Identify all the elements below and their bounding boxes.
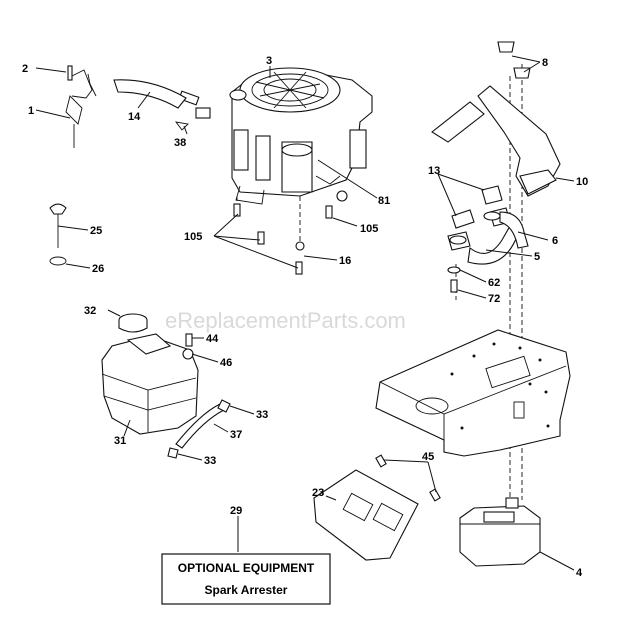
callout-2: 2 <box>22 63 28 75</box>
callout-1: 1 <box>28 105 34 117</box>
callout-26: 26 <box>92 263 104 275</box>
callout-62: 62 <box>488 277 500 289</box>
callout-81: 81 <box>378 195 390 207</box>
callout-13: 13 <box>428 165 440 177</box>
bushing-46 <box>182 348 194 360</box>
callout-25: 25 <box>90 225 102 237</box>
fuel-tank-31 <box>101 333 199 435</box>
fuel-line-14 <box>113 79 187 109</box>
callout-44: 44 <box>206 333 219 345</box>
clamp-33a <box>217 399 231 413</box>
dipstick-25 <box>49 203 67 248</box>
throttle-control-1 <box>65 65 97 148</box>
washer-62 <box>447 266 461 274</box>
fuel-cap-32 <box>118 313 148 333</box>
callout-37: 37 <box>230 429 242 441</box>
watermark: eReplacementParts.com <box>165 308 406 333</box>
callout-23: 23 <box>312 487 324 499</box>
optional-equipment-subtitle: Spark Arrester <box>205 583 288 597</box>
bolts-8 <box>497 41 531 79</box>
callout-105-right: 105 <box>360 223 378 235</box>
callout-3: 3 <box>266 55 272 67</box>
callout-14: 14 <box>128 111 141 123</box>
callout-4: 4 <box>576 567 583 579</box>
clamp-33b <box>167 447 179 459</box>
callout-45: 45 <box>422 451 434 463</box>
chassis-frame <box>375 329 571 457</box>
engine-bolts-105 <box>233 203 333 275</box>
callout-8: 8 <box>542 57 548 69</box>
callout-10: 10 <box>576 176 588 188</box>
callout-33-bottom: 33 <box>204 455 216 467</box>
nut-81 <box>336 190 348 202</box>
callout-5: 5 <box>534 251 540 263</box>
callouts: 2 1 3 14 38 81 105 105 16 25 26 8 10 13 … <box>22 55 588 579</box>
callout-32: 32 <box>84 305 96 317</box>
engine-assembly <box>174 67 373 205</box>
bolt-72 <box>450 279 458 293</box>
callout-16: 16 <box>339 255 351 267</box>
heat-shield-10 <box>431 85 561 197</box>
callout-31: 31 <box>114 435 126 447</box>
muffler-4 <box>459 497 541 567</box>
callout-6: 6 <box>552 235 558 247</box>
callout-38: 38 <box>174 137 186 149</box>
exhaust-pipes-6 <box>447 185 529 265</box>
bolt-44 <box>185 333 193 347</box>
callout-72: 72 <box>488 293 500 305</box>
callout-105-left: 105 <box>184 231 202 243</box>
optional-equipment-box: OPTIONAL EQUIPMENT Spark Arrester <box>161 553 331 605</box>
clip-26 <box>49 256 67 266</box>
callout-33-top: 33 <box>256 409 268 421</box>
leader-lines <box>35 55 575 571</box>
callout-29: 29 <box>230 505 242 517</box>
optional-equipment-title: OPTIONAL EQUIPMENT <box>178 561 315 575</box>
bolts-45 <box>375 454 441 502</box>
callout-46: 46 <box>220 357 232 369</box>
muffler-shield-23 <box>313 469 419 561</box>
